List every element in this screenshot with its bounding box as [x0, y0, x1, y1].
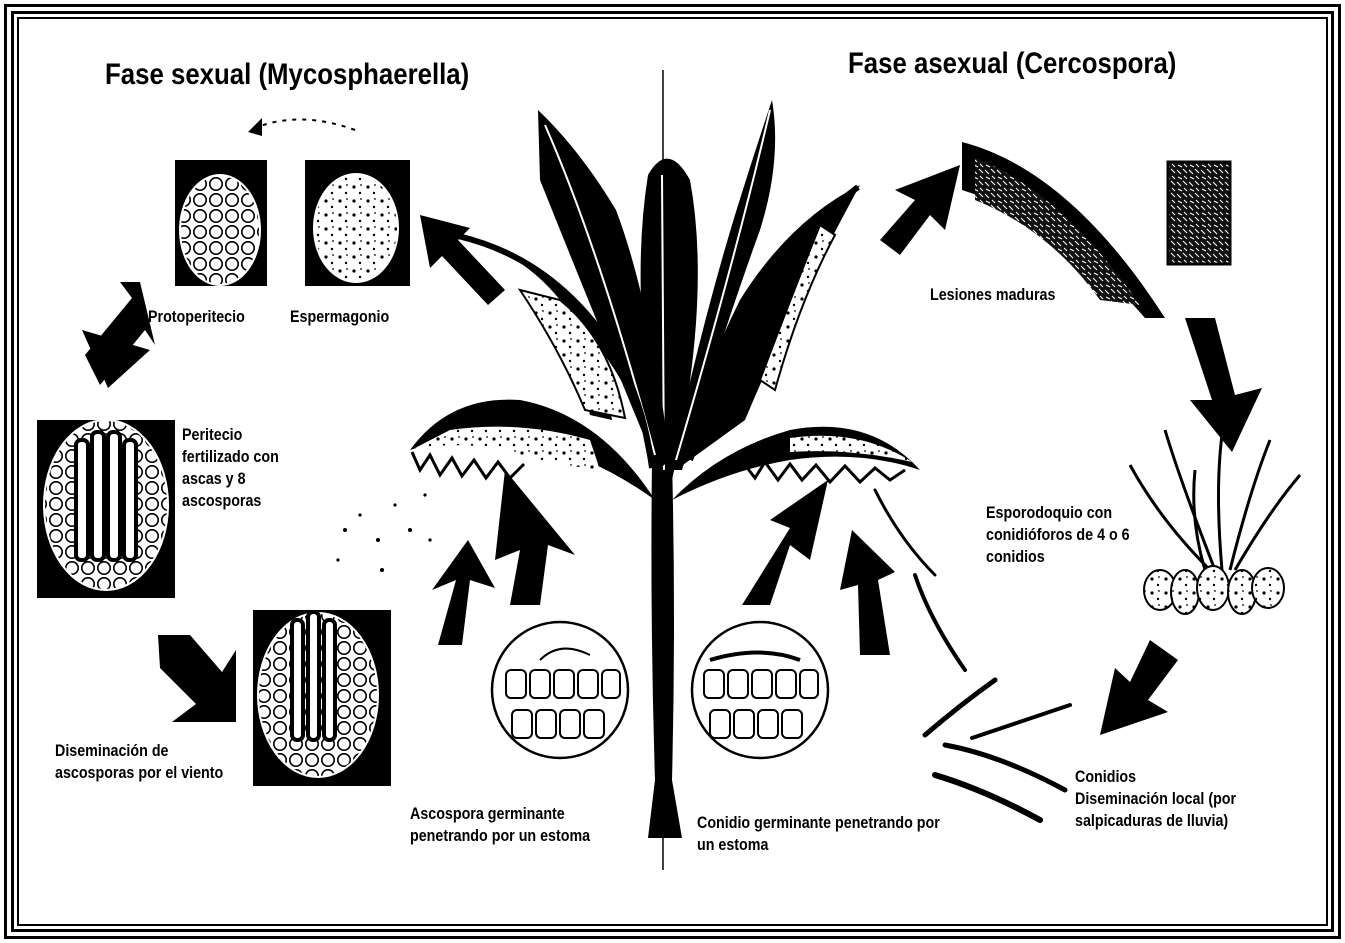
label-peritecio: Peritecio fertilizado con ascas y 8 asco… [182, 424, 279, 512]
released-ascospores [336, 493, 431, 572]
label-ascospora: Ascospora germinante penetrando por un e… [410, 803, 590, 847]
arrow-to-lesions [880, 165, 960, 255]
label-diseminacion-line: Diseminación de [55, 740, 223, 762]
label-conidio-line: un estoma [697, 834, 940, 856]
label-conidio: Conidio germinante penetrando por un est… [697, 812, 940, 856]
spermatia-arc [255, 119, 355, 130]
peritecio-illustration [37, 420, 175, 598]
label-conidios-line: Conidios [1075, 766, 1236, 788]
label-conidios-line: Diseminación local (por [1075, 788, 1236, 810]
ascospore-release-illustration [253, 610, 391, 786]
label-conidios-line: salpicaduras de lluvia) [1075, 810, 1236, 832]
label-esporodoquio-line: Esporodoquio con [986, 502, 1130, 524]
label-protoperitecio: Protoperitecio [148, 306, 245, 328]
label-conidio-line: Conidio germinante penetrando por [697, 812, 940, 834]
label-espermagonio: Espermagonio [290, 306, 389, 328]
label-ascospora-line: penetrando por un estoma [410, 825, 590, 847]
label-peritecio-line: ascas y 8 [182, 468, 279, 490]
sexual-phase-title: Fase sexual (Mycosphaerella) [105, 58, 469, 92]
arrow-to-espermagonio [420, 215, 505, 305]
conidium-stoma-circle [692, 622, 828, 758]
ascospore-stoma-circle [492, 622, 628, 758]
label-peritecio-line: Peritecio [182, 424, 279, 446]
label-lesiones: Lesiones maduras [930, 284, 1055, 306]
label-esporodoquio-line: conidióforos de 4 o 6 [986, 524, 1130, 546]
label-peritecio-line: fertilizado con [182, 446, 279, 468]
label-esporodoquio: Esporodoquio con conidióforos de 4 o 6 c… [986, 502, 1130, 568]
banana-plant [410, 100, 920, 838]
arrow-to-conidia [1100, 640, 1178, 735]
label-esporodoquio-line: conidios [986, 546, 1130, 568]
espermagonio-illustration [305, 160, 410, 286]
arrow-ascospore-up-1 [432, 540, 495, 645]
label-ascospora-line: Ascospora germinante [410, 803, 590, 825]
arrow-conidium-up-1 [742, 480, 828, 605]
plant-pseudostem [648, 460, 682, 838]
sporodochium-illustration [1130, 430, 1300, 614]
label-diseminacion-line: ascosporas por el viento [55, 762, 223, 784]
label-diseminacion: Diseminación de ascosporas por el viento [55, 740, 223, 784]
protoperitecio-illustration [175, 160, 267, 286]
arrow-conidium-up-2 [840, 530, 895, 655]
label-peritecio-line: ascosporas [182, 490, 279, 512]
arrow-to-sporodochium [1185, 318, 1262, 452]
arrow-to-ascospore-release [158, 635, 236, 722]
arrow-ascospore-up-2 [495, 470, 575, 605]
asexual-phase-title: Fase asexual (Cercospora) [848, 47, 1176, 81]
lesion-closeup-illustration [1168, 162, 1230, 264]
label-conidios: Conidios Diseminación local (por salpica… [1075, 766, 1236, 832]
